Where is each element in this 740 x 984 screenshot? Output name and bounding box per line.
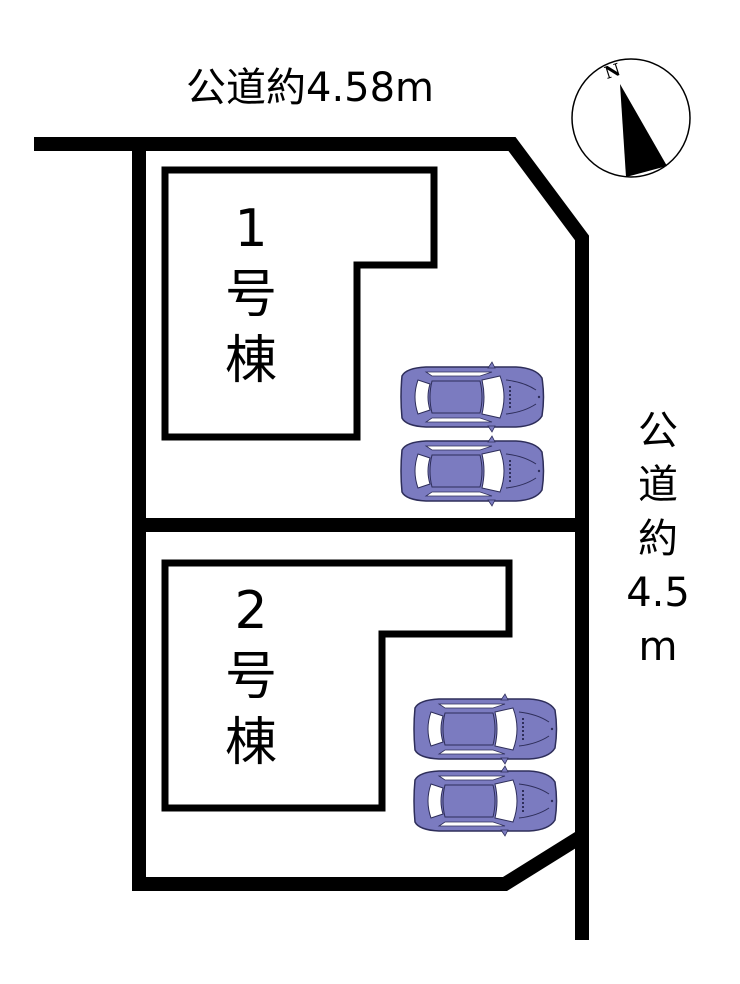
north-compass-icon <box>571 58 691 178</box>
parking-lot-2 <box>413 693 558 837</box>
building-1-outline <box>161 166 438 441</box>
road-label-right-char: 公 <box>638 408 678 454</box>
building-label-char: 号 <box>224 265 277 325</box>
building-label-char: 棟 <box>224 713 277 773</box>
road-label-right-char: 4.5 <box>626 570 690 616</box>
building-1-label: 1 号 棟 <box>206 196 296 394</box>
road-label-top: 公道約4.58m <box>186 65 435 111</box>
parking-lot-1 <box>400 361 545 507</box>
car-icon <box>413 693 558 765</box>
road-label-right-char: 道 <box>638 462 678 508</box>
car-icon <box>400 435 545 507</box>
road-label-right-char: 約 <box>638 516 678 562</box>
building-label-char: 号 <box>224 647 277 707</box>
building-number: 2 <box>234 581 268 641</box>
building-2-label: 2 号 棟 <box>206 578 296 776</box>
car-icon <box>413 765 558 837</box>
building-number: 1 <box>234 199 268 259</box>
car-icon <box>400 361 545 433</box>
building-2-outline <box>161 559 513 812</box>
lot-boundary <box>34 137 589 940</box>
building-label-char: 棟 <box>224 331 277 391</box>
road-label-right: 公 道 約 4.5 m <box>626 404 690 674</box>
road-label-right-char: m <box>638 624 678 670</box>
